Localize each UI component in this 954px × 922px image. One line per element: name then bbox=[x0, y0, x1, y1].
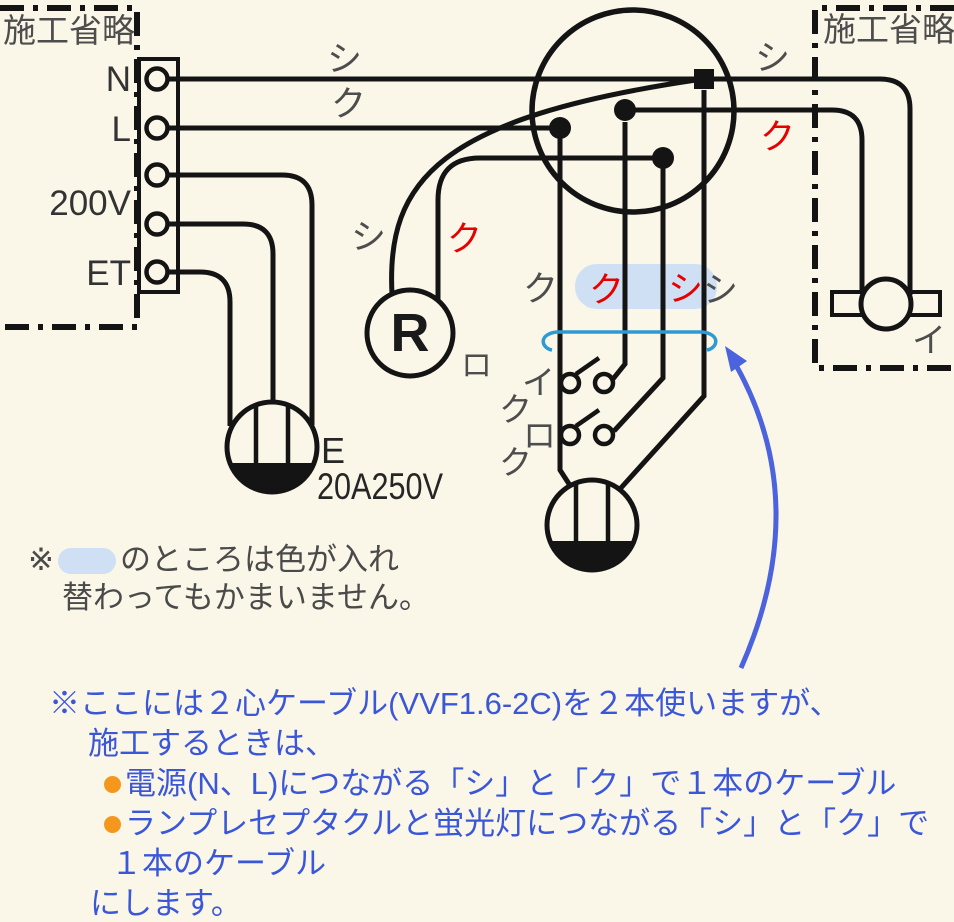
junction-dot-l bbox=[549, 117, 571, 139]
switch-i-label: イ bbox=[522, 364, 555, 401]
wire-label-shi-right: シ bbox=[755, 39, 790, 78]
switch-ro-label: ロ bbox=[523, 417, 556, 454]
switch-i-blade bbox=[574, 356, 601, 376]
row-label-ku-red: ク bbox=[589, 271, 624, 310]
cable-note-bullet2-text: ランプレセプタクルと蛍光灯につながる「シ」と「ク」で bbox=[125, 806, 930, 841]
switch-ro-wire-label: ク bbox=[499, 444, 532, 481]
wire-ku-down-to-switches bbox=[557, 128, 574, 489]
annotation-arrow bbox=[725, 346, 779, 670]
wire-label-shi-top: シ bbox=[327, 40, 362, 79]
junction-dot-receptacle bbox=[652, 147, 674, 169]
outlet-20a250v-symbol bbox=[224, 399, 320, 495]
outlet-earth-label: E bbox=[321, 430, 345, 471]
wire-ku-to-fluorescent bbox=[625, 107, 865, 294]
switch-i-symbol bbox=[558, 356, 616, 395]
outlet-20a-earth-fill bbox=[230, 463, 314, 492]
row-label-ku-gray: ク bbox=[523, 270, 558, 309]
cable-note: ※ここには２心ケーブル(VVF1.6-2C)を２本使いますが、 施工するときは、… bbox=[49, 684, 929, 922]
terminal-200v-2 bbox=[144, 211, 170, 237]
switch-ro-symbol bbox=[558, 408, 616, 447]
wire-receptacle-ku bbox=[435, 155, 655, 300]
wire-200v-top bbox=[168, 172, 315, 425]
note-prefix: ※ bbox=[28, 542, 54, 577]
note-inline-pill bbox=[57, 548, 116, 574]
annotation-arrow-shaft bbox=[734, 365, 779, 670]
terminal-n bbox=[144, 66, 170, 92]
annotation-arrow-head bbox=[725, 346, 747, 372]
cable-note-bullet1: 電源(N、L)につながる「シ」と「ク」で１本のケーブル bbox=[49, 764, 929, 804]
terminal-label-et: ET bbox=[86, 254, 131, 293]
switch-i-wire-label: ク bbox=[499, 391, 532, 428]
terminal-et bbox=[144, 259, 170, 285]
terminal-label-200v: 200V bbox=[49, 184, 131, 223]
right-omitted-box-border bbox=[812, 5, 954, 371]
cable-note-line1: ※ここには２心ケーブル(VVF1.6-2C)を２本使いますが、 bbox=[49, 686, 841, 721]
wire-label-ku-top: ク bbox=[331, 85, 366, 124]
fluorescent-circuit-label: イ bbox=[912, 322, 946, 360]
cable-pair-bracket bbox=[541, 330, 718, 352]
outlet-bottom-symbol bbox=[544, 477, 640, 573]
fluorescent-circle bbox=[858, 276, 914, 332]
switch-ro-contact-right bbox=[592, 423, 616, 447]
wire-to-switch-ro bbox=[612, 158, 666, 433]
junction-box-circle bbox=[529, 7, 737, 215]
cable-note-line3: にします。 bbox=[90, 886, 242, 921]
wire-shi-down-to-outlet bbox=[618, 90, 707, 491]
left-box-label: 施工省略 bbox=[3, 12, 135, 49]
color-swap-note-line2: 替わってもかまいません。 bbox=[62, 580, 430, 615]
color-swap-note-line1: ※ のところは色が入れ bbox=[28, 541, 430, 579]
wire-label-ku-receptacle: ク bbox=[447, 220, 482, 259]
row-label-shi-red: シ bbox=[668, 270, 703, 309]
terminal-l bbox=[144, 115, 170, 141]
cable-note-line2: 施工するときは、 bbox=[88, 726, 336, 761]
fluorescent-light-symbol bbox=[830, 276, 942, 332]
wire-to-switch-i bbox=[611, 122, 628, 381]
row-label-shi-gray: シ bbox=[703, 271, 738, 310]
switch-ro-blade bbox=[574, 408, 601, 428]
wire-label-shi-receptacle: シ bbox=[351, 218, 386, 257]
swap-highlight-pill bbox=[575, 264, 717, 309]
wire-receptacle-shi-curve bbox=[389, 77, 697, 295]
terminal-200v-1 bbox=[144, 162, 170, 188]
outlet-bottom-earth-fill bbox=[550, 541, 634, 570]
junction-square-n bbox=[694, 69, 714, 89]
cable-note-bullet1-text: 電源(N、L)につながる「シ」と「ク」で１本のケーブル bbox=[125, 766, 897, 801]
switch-i-contact-right bbox=[592, 371, 616, 395]
switch-ro-contact-left bbox=[558, 423, 582, 447]
note-line1-text: のところは色が入れ bbox=[119, 542, 399, 577]
cable-note-bullet2: ランプレセプタクルと蛍光灯につながる「シ」と「ク」で bbox=[49, 804, 929, 844]
junction-dot-ku bbox=[614, 99, 636, 121]
wires bbox=[168, 76, 913, 491]
outlet-20a-slots bbox=[253, 406, 291, 466]
color-swap-note: ※ のところは色が入れ 替わってもかまいません。 bbox=[28, 541, 430, 617]
terminal-label-l: L bbox=[112, 110, 131, 149]
outlet-rating-label: 20A250V bbox=[317, 466, 443, 507]
cable-note-bullet2-cont: １本のケーブル bbox=[111, 846, 327, 881]
wire-200v-bottom bbox=[168, 221, 276, 403]
lamp-receptacle-symbol bbox=[364, 287, 456, 379]
bullet-icon bbox=[104, 816, 121, 833]
outlet-bottom-slots bbox=[573, 484, 611, 544]
receptacle-circuit-label: ロ bbox=[461, 348, 492, 383]
wire-label-ku-right: ク bbox=[760, 118, 795, 157]
right-box-label: 施工省略 bbox=[823, 11, 954, 48]
wire-n-shi bbox=[168, 76, 913, 295]
bullet-icon bbox=[104, 776, 121, 793]
wire-et bbox=[168, 269, 233, 426]
switch-i-contact-left bbox=[558, 371, 582, 395]
receptacle-letter: R bbox=[391, 303, 430, 363]
terminal-label-n: N bbox=[106, 60, 131, 99]
